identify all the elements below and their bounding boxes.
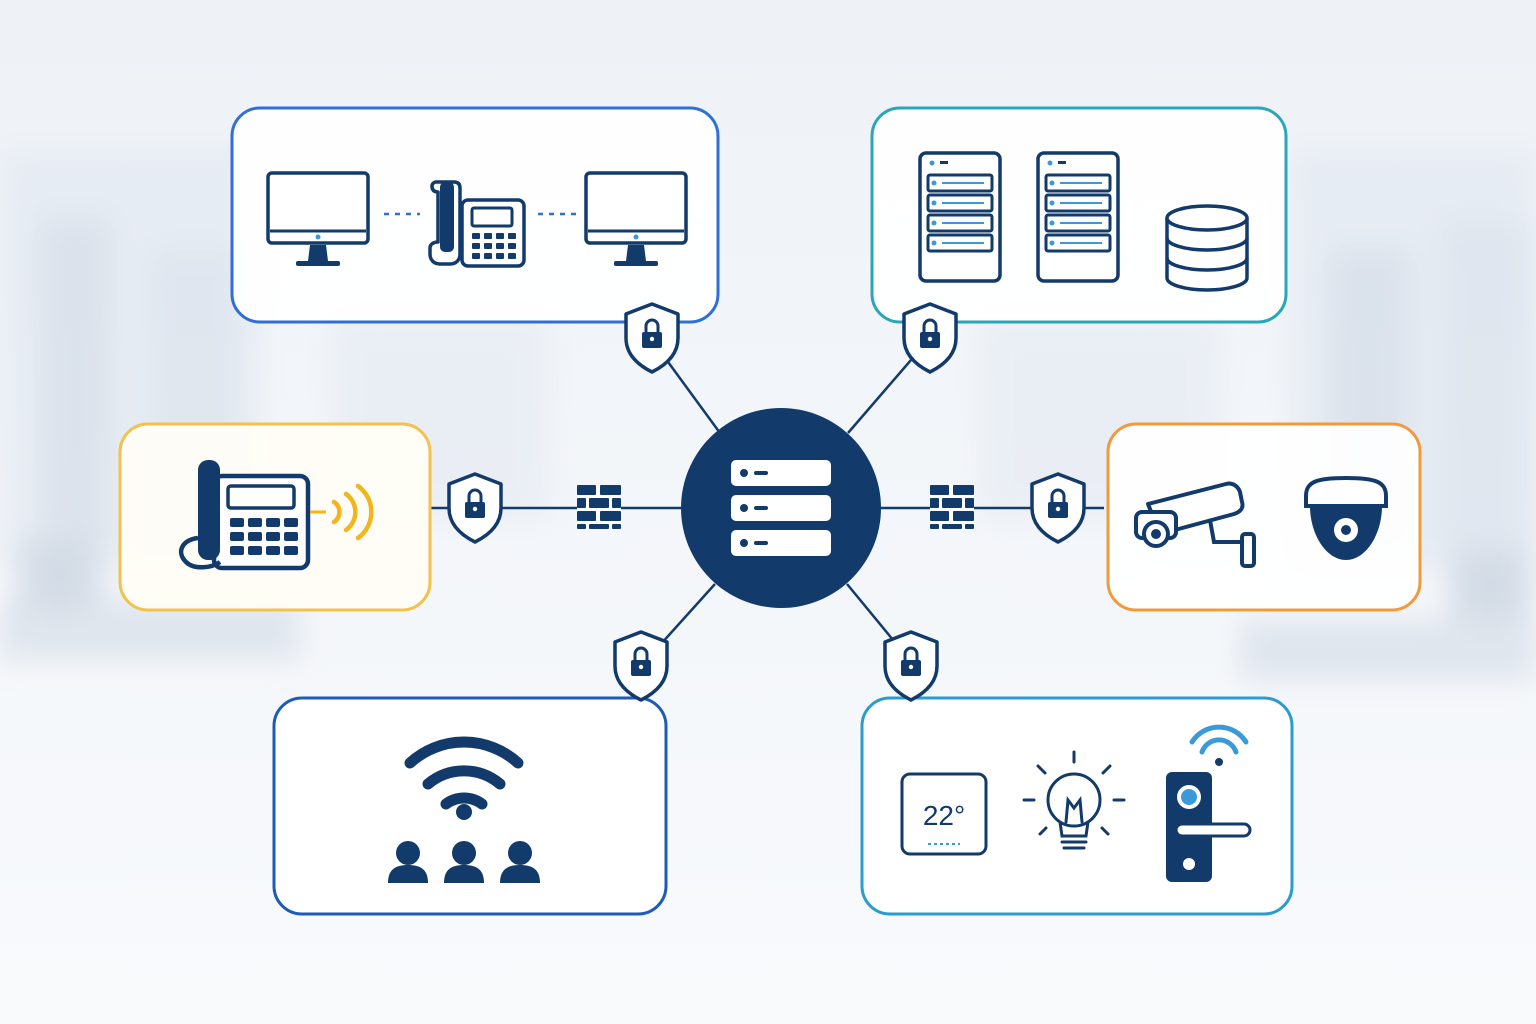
wifi-icon bbox=[404, 736, 524, 810]
shield-lock-icon bbox=[447, 472, 503, 544]
desk-phone-icon bbox=[178, 460, 311, 571]
wifi-icon bbox=[1189, 724, 1249, 755]
server-stack-icon bbox=[731, 460, 831, 556]
smart-lock-icon bbox=[1166, 772, 1252, 882]
shield-lock-icon bbox=[624, 302, 680, 374]
users-icon bbox=[388, 841, 540, 883]
wifi-dot bbox=[1215, 758, 1223, 766]
thermostat-icon: 22° bbox=[900, 772, 988, 856]
firewall-icon bbox=[930, 485, 974, 529]
panel-cameras bbox=[1106, 422, 1422, 612]
panel-wifi bbox=[272, 696, 668, 916]
shield-lock-icon bbox=[613, 630, 669, 702]
shield-lock-icon bbox=[902, 302, 958, 374]
database-icon bbox=[1165, 204, 1249, 292]
dome-camera-icon bbox=[1304, 475, 1388, 560]
panel-smart-building: 22° bbox=[860, 696, 1294, 916]
wifi-dot bbox=[456, 804, 472, 820]
firewall-icon bbox=[577, 485, 621, 529]
light-bulb-icon bbox=[1022, 750, 1126, 850]
bullet-camera-icon bbox=[1134, 481, 1256, 568]
server-tower-icon bbox=[1036, 151, 1120, 283]
shield-lock-icon bbox=[883, 630, 939, 702]
signal-waves-icon bbox=[331, 483, 374, 541]
thermostat-reading: 22° bbox=[923, 800, 965, 831]
shield-lock-icon bbox=[1030, 472, 1086, 544]
panel-voip bbox=[118, 422, 432, 612]
panel-workstations bbox=[230, 106, 720, 324]
panel-servers bbox=[870, 106, 1288, 324]
server-tower-icon bbox=[918, 151, 1002, 283]
central-server-hub bbox=[681, 408, 881, 608]
